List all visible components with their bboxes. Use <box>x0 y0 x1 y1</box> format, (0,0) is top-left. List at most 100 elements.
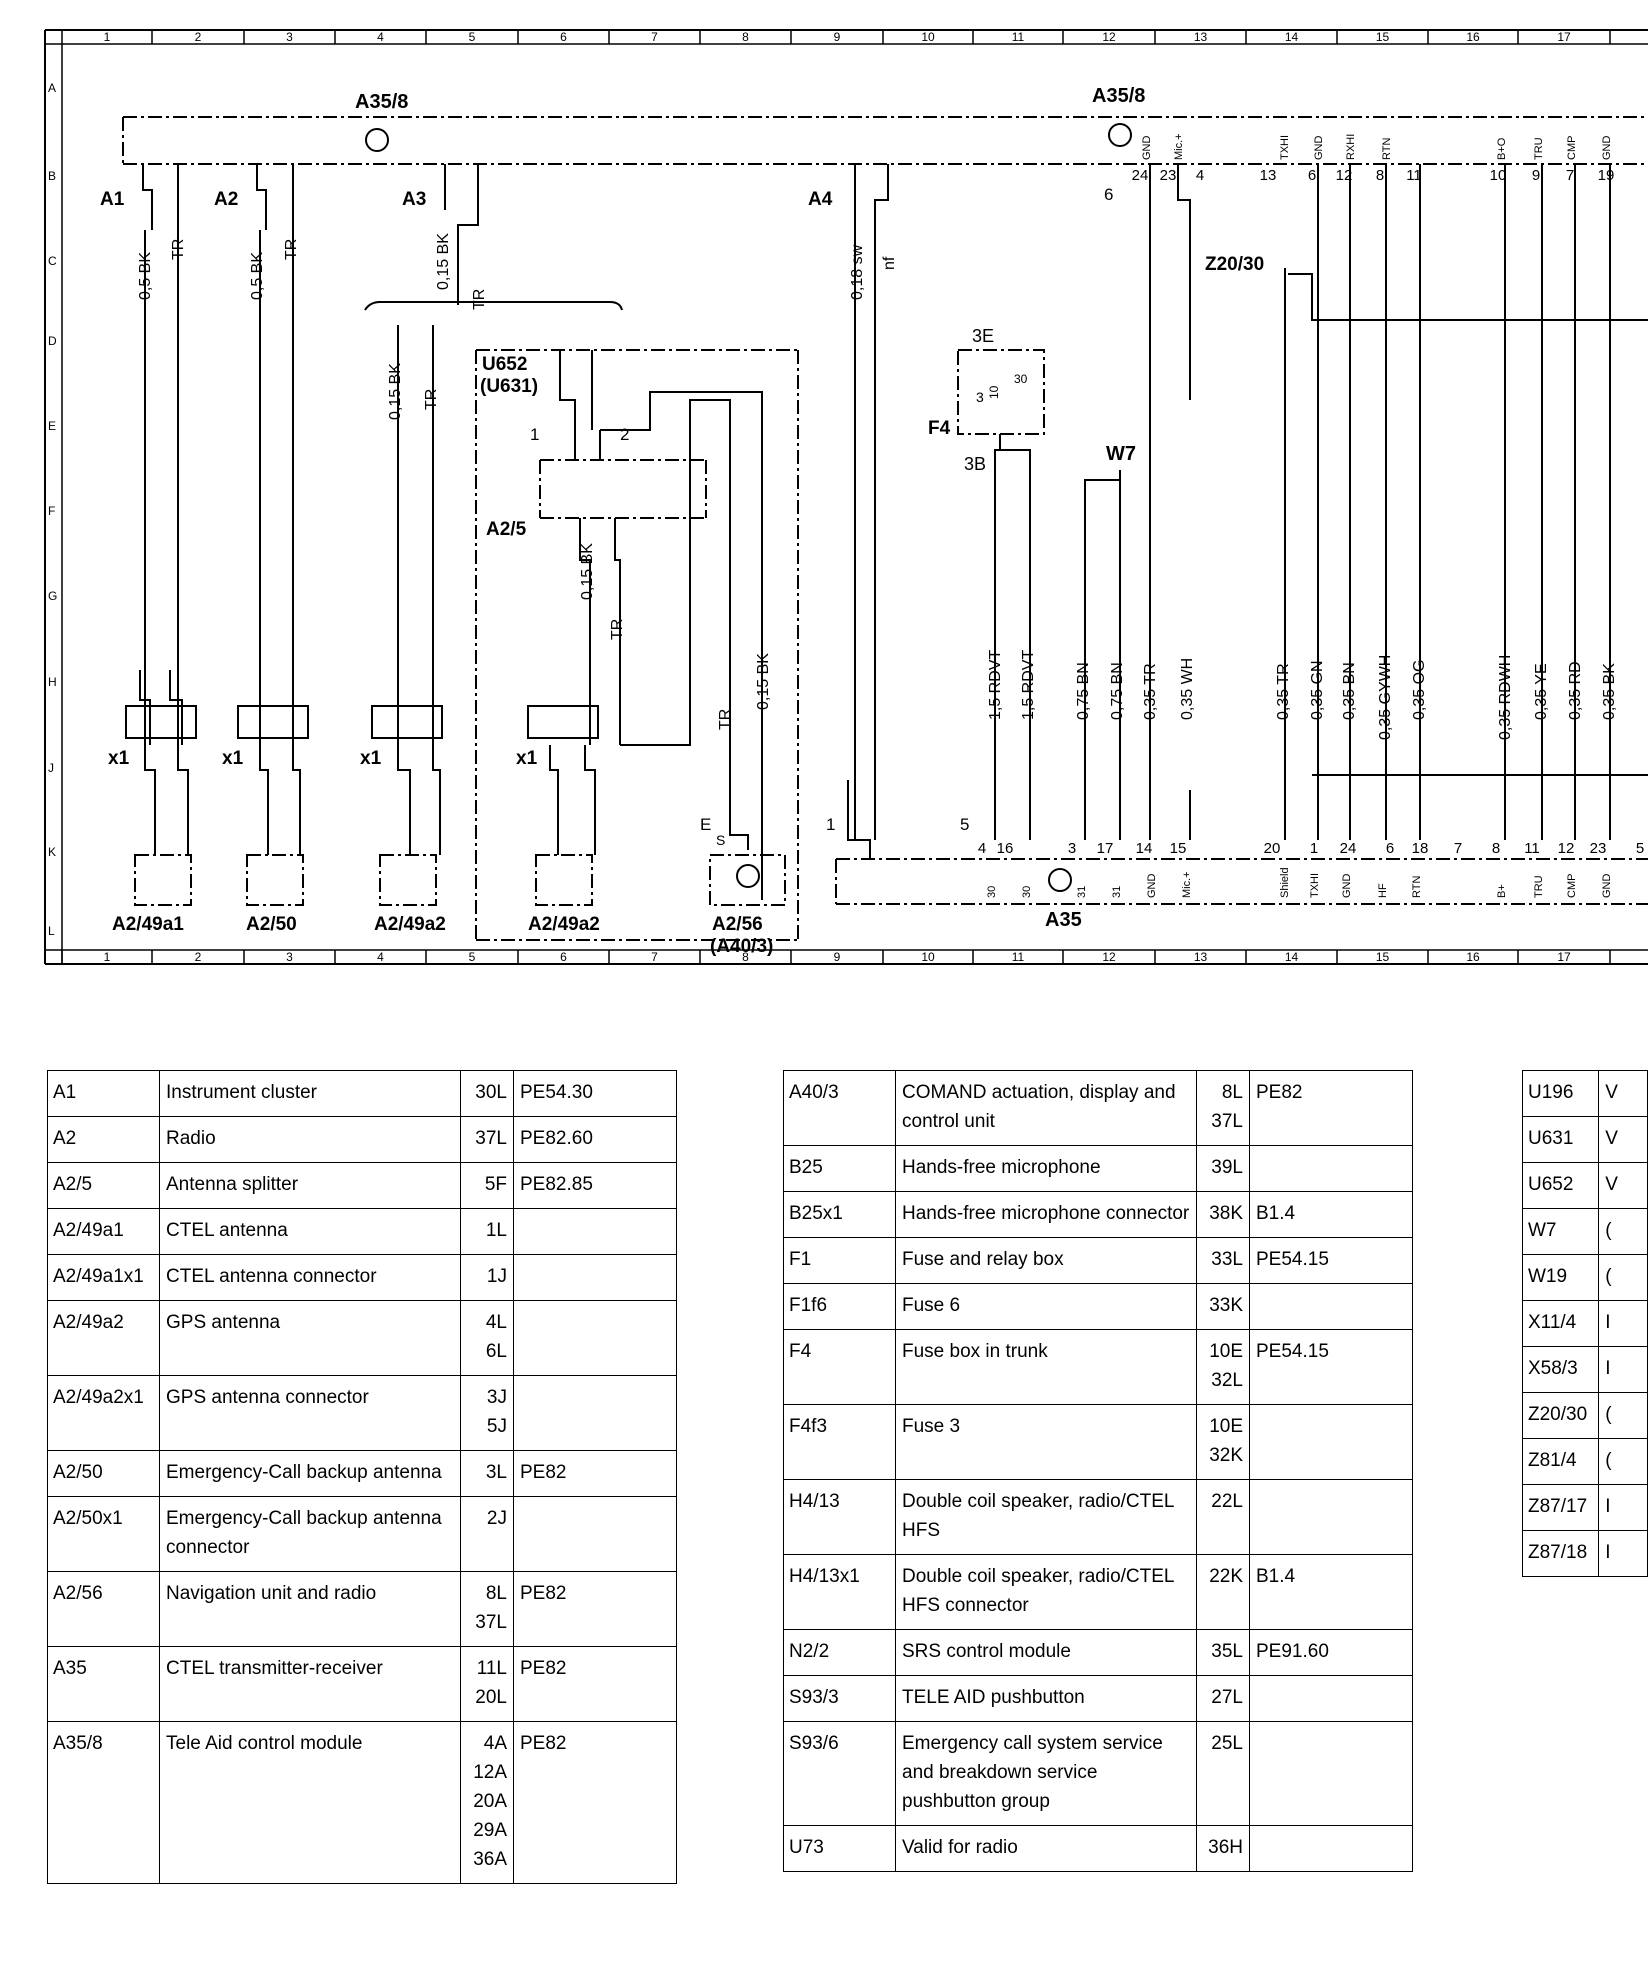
legend-reference <box>513 1208 677 1255</box>
pin-top-label: B+O <box>1496 137 1508 160</box>
column-label-bottom: 6 <box>560 950 567 964</box>
row-label: L <box>48 924 55 938</box>
wire-label-w_h16: 0,35 RDWH <box>1497 655 1514 740</box>
legend-location: 30L <box>460 1070 514 1117</box>
legend-reference <box>1249 1145 1413 1192</box>
legend-desc: Tele Aid control module <box>159 1721 461 1884</box>
wire-label-w_g6: 0,15 BK <box>579 543 596 600</box>
pin-bottom: 12 <box>1558 840 1575 857</box>
legend-reference <box>513 1375 677 1451</box>
legend-desc: Emergency-Call backup antenna <box>159 1450 461 1497</box>
row-label: F <box>48 504 55 518</box>
pin-bottom-label: TXHI <box>1309 873 1321 898</box>
pin-bottom: 16 <box>997 840 1014 857</box>
label-u631: (U631) <box>480 376 538 397</box>
pin-top: 4 <box>1196 167 1204 184</box>
column-label-bottom: 7 <box>651 950 658 964</box>
legend-id: Z20/30 <box>1521 1392 1600 1439</box>
legend-desc: I <box>1598 1530 1648 1577</box>
legend-location: 39L <box>1196 1145 1250 1192</box>
label-a2-49a2-left: A2/49a2 <box>374 914 446 935</box>
label-z2030: Z20/30 <box>1205 254 1264 275</box>
column-label-bottom: 5 <box>469 950 476 964</box>
pin-bottom-label: GND <box>1601 874 1613 899</box>
legend-reference: PE82.85 <box>513 1162 677 1209</box>
pin-bottom-label: 31 <box>1111 886 1123 898</box>
column-label-top: 4 <box>377 30 384 44</box>
column-label-top: 16 <box>1466 30 1480 44</box>
legend-desc: ( <box>1598 1438 1648 1485</box>
number-1-a4: 1 <box>826 815 835 834</box>
pin-top-label: GND <box>1313 136 1325 161</box>
legend-desc: Fuse 3 <box>895 1404 1197 1480</box>
pin-top-label: GND <box>1601 136 1613 161</box>
number-5: 5 <box>960 815 969 834</box>
pin-bottom: 11 <box>1524 840 1540 857</box>
legend-desc: Antenna splitter <box>159 1162 461 1209</box>
label-a2-49a1: A2/49a1 <box>112 914 184 935</box>
pin-top-label: CMP <box>1566 136 1578 160</box>
pin-top: 6 <box>1308 167 1316 184</box>
legend-location: 1L <box>460 1208 514 1255</box>
legend-id: H4/13x1 <box>783 1554 896 1630</box>
pin-top: 11 <box>1406 167 1422 184</box>
legend-id: A2 <box>47 1116 160 1163</box>
wire-label-w_h14: 0,35 TR <box>1275 663 1292 720</box>
column-label-bottom: 12 <box>1102 950 1116 964</box>
label-a2: A2 <box>214 189 238 210</box>
number-6: 6 <box>1104 185 1113 204</box>
wires <box>125 164 1648 900</box>
pin-top-label: TRU <box>1533 137 1545 160</box>
legend-id: Z87/17 <box>1521 1484 1600 1531</box>
wire-label-w_h15b: 0,35 GYWH <box>1377 655 1394 740</box>
fuse-number-30: 30 <box>1014 372 1028 386</box>
pin-top-label: TXHI <box>1279 135 1291 160</box>
wire-label-w_h12a: 0,75 BN <box>1075 662 1092 720</box>
pin-bottom: 4 <box>978 840 986 857</box>
wire-label-w_c5: 0,15 BK <box>435 233 452 290</box>
row-label: H <box>48 675 57 689</box>
legend-id: B25x1 <box>783 1191 896 1238</box>
legend-id: A35 <box>47 1646 160 1722</box>
legend-reference: PE82 <box>1249 1070 1413 1146</box>
label-a358-left: A35/8 <box>355 91 408 113</box>
legend-desc: ( <box>1598 1392 1648 1439</box>
pin-bottom-label: GND <box>1146 874 1158 899</box>
legend-id: A2/50 <box>47 1450 160 1497</box>
legend-reference: PE82.60 <box>513 1116 677 1163</box>
wire-label-w_h11a: 1,5 RDVT <box>987 650 1004 720</box>
wire-label-w_c2b: TR <box>170 239 187 260</box>
wiring-diagram: 1122334455667788991010111112121313141415… <box>44 29 1648 965</box>
legend-row: Z20/30( <box>1521 1392 1648 1439</box>
legend-reference: PE82 <box>513 1646 677 1722</box>
legend-desc: Double coil speaker, radio/CTEL HFS <box>895 1479 1197 1555</box>
legend-id: Z81/4 <box>1521 1438 1600 1485</box>
legend-reference <box>1249 1721 1413 1826</box>
wire-label-w_h8b: 0,15 BK <box>755 653 772 710</box>
legend-reference <box>513 1254 677 1301</box>
row-label: B <box>48 169 56 183</box>
column-label-bottom: 13 <box>1194 950 1208 964</box>
legend-desc: Hands-free microphone <box>895 1145 1197 1192</box>
legend-desc: GPS antenna connector <box>159 1375 461 1451</box>
pin-bottom-label: B+ <box>1496 884 1508 898</box>
wire-label-w_c3: 0,5 BK <box>249 252 266 300</box>
